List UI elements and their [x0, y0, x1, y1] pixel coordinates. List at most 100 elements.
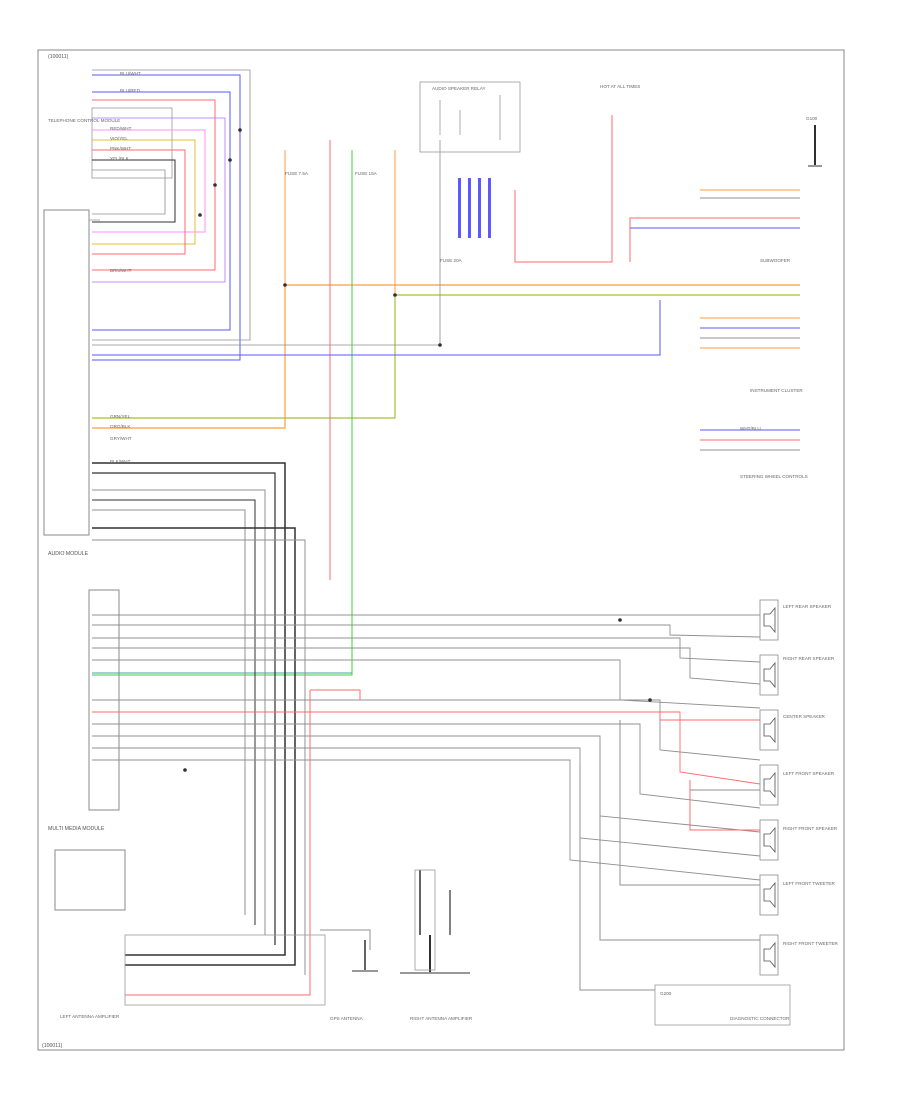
wire-8	[92, 117, 226, 283]
splice-dot-4	[283, 283, 287, 287]
gps-antenna-label: GPS ANTENNA	[330, 1016, 364, 1021]
telephone-label: TELEPHONE CONTROL MODULE	[48, 118, 120, 123]
splice-points	[183, 128, 652, 772]
right-antenna-amp-block	[414, 869, 436, 971]
speaker-icon	[763, 606, 776, 634]
relay-pin-stack	[458, 178, 491, 238]
left-front-speaker-label: LEFT FRONT SPEAKER	[783, 771, 835, 776]
wire-31	[92, 462, 286, 956]
splice-dot-1	[228, 158, 232, 162]
splice-dot-7	[183, 768, 187, 772]
left-rear-speaker-label: LEFT REAR SPEAKER	[783, 604, 832, 609]
wire-7	[92, 169, 166, 215]
wire-50	[310, 689, 361, 700]
wire-52	[689, 780, 760, 831]
wire-21	[92, 300, 661, 356]
wire-11	[92, 294, 800, 419]
wire-label-1: BLU/WHT	[120, 71, 141, 76]
page-label-bottom: (100011)	[42, 1043, 63, 1049]
left-antenna-amp-label: LEFT ANTENNA AMPLIFIER	[60, 1014, 120, 1019]
ground-symbol-bottom-1	[352, 940, 378, 972]
wire-label-6: YEL/BLK	[110, 156, 130, 161]
wire-13	[92, 150, 353, 676]
audio-module-block	[43, 209, 90, 536]
speaker-relay-block	[419, 81, 521, 153]
speaker-icon	[763, 661, 776, 689]
splice-dot-5	[393, 293, 397, 297]
wire-6	[92, 159, 176, 223]
subwoofer-label: SUBWOOFER	[760, 258, 791, 263]
right-antenna-amp-label: RIGHT ANTENNA AMPLIFIER	[410, 1016, 473, 1021]
fuse-label-a: FUSE 7.5A	[285, 171, 309, 176]
wire-47	[92, 747, 761, 857]
wire-9	[92, 69, 251, 341]
wire-3	[92, 129, 206, 233]
wire-49	[92, 711, 760, 721]
wire-4	[92, 139, 196, 245]
left-antenna-amp-block	[124, 934, 326, 1006]
wire-40	[92, 637, 761, 663]
steering-wheel-label: STEERING WHEEL CONTROLS	[740, 474, 808, 479]
wire-17	[514, 115, 613, 263]
splice-dot-6	[438, 343, 442, 347]
wire-43	[92, 699, 761, 761]
audio-module-label: AUDIO MODULE	[48, 551, 89, 557]
wire-label-12: WHT/BLU	[740, 426, 761, 431]
center-speaker-label: CENTER SPEAKER	[783, 714, 826, 719]
speaker-icon	[763, 771, 776, 799]
speaker-box-3	[759, 764, 779, 806]
ground-symbol-bottom-2	[400, 935, 470, 974]
left-front-tweeter-label: LEFT FRONT TWEETER	[783, 881, 835, 886]
speaker-group	[759, 599, 779, 976]
multi-media-module-block	[54, 849, 126, 911]
speaker-icon	[763, 716, 776, 744]
instrument-cluster-label: INSTRUMENT CLUSTER	[750, 388, 803, 393]
wire-1	[92, 91, 231, 331]
speaker-box-5	[759, 874, 779, 916]
wire-33	[92, 489, 266, 935]
wire-37	[92, 539, 306, 975]
fuse-label-c: FUSE 20A	[440, 258, 463, 263]
ground-symbol-top	[808, 125, 822, 167]
wire-label-2: BLU/RED	[120, 88, 141, 93]
wire-45	[92, 723, 761, 809]
speaker-box-0	[759, 599, 779, 641]
speaker-relay-label: AUDIO SPEAKER RELAY	[432, 86, 486, 91]
wire-18	[92, 140, 441, 346]
speaker-icon	[763, 881, 776, 909]
wire-48	[92, 759, 761, 881]
speaker-box-1	[759, 654, 779, 696]
wire-35	[92, 509, 246, 915]
telephone-module-block	[91, 107, 173, 179]
wire-label-5: PNK/WHT	[110, 146, 131, 151]
wire-34	[92, 499, 256, 925]
wire-label-8: GRN/YEL	[110, 414, 131, 419]
wire-54	[579, 765, 655, 991]
multi-media-module-label: MULTI MEDIA MODULE	[48, 826, 105, 832]
wire-55	[619, 720, 760, 886]
wire-harness	[92, 69, 800, 996]
speaker-icon	[763, 826, 776, 854]
splice-dot-3	[198, 213, 202, 217]
splice-dot-0	[238, 128, 242, 132]
wire-32	[92, 472, 276, 945]
wire-19	[629, 217, 800, 262]
speaker-icon	[763, 941, 776, 969]
wire-36	[92, 527, 296, 966]
ground-label-b: G200	[660, 991, 672, 996]
wire-51	[125, 690, 311, 996]
wire-42	[92, 659, 761, 709]
right-front-tweeter-label: RIGHT FRONT TWEETER	[783, 941, 839, 946]
ground-label: G100	[806, 116, 818, 121]
right-rear-speaker-label: RIGHT REAR SPEAKER	[783, 656, 835, 661]
speaker-box-2	[759, 709, 779, 751]
wire-56	[599, 740, 760, 941]
wire-41	[92, 647, 761, 685]
wire-0	[92, 74, 241, 361]
wire-label-9: ORG/BLK	[110, 424, 131, 429]
wire-label-11: BLK/WHT	[110, 459, 131, 464]
hot-at-all-times-label: HOT AT ALL TIMES	[600, 84, 640, 89]
diagram-frame	[37, 49, 845, 1051]
wire-label-10: GRY/WHT	[110, 436, 132, 441]
